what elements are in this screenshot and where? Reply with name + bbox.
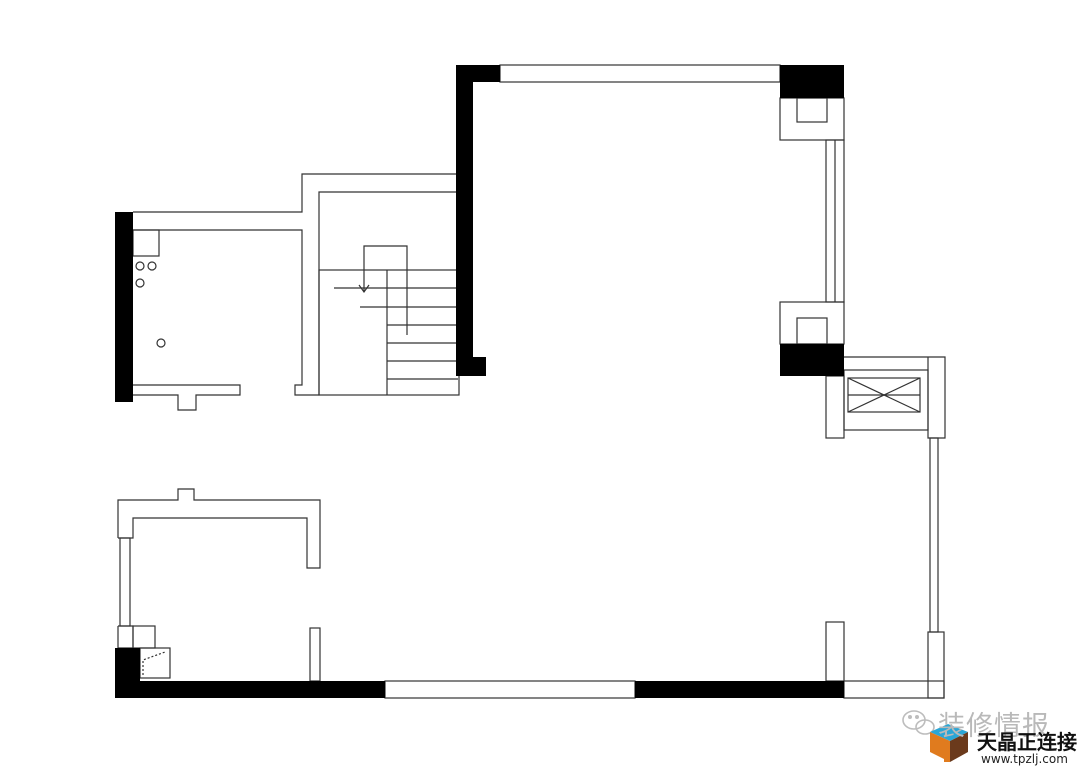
- column-upper-right: [779, 97, 845, 141]
- stub-wall-lower-right: [825, 621, 845, 682]
- wall-kitchen-left: [115, 212, 133, 402]
- wall-top-right-corner: [780, 65, 844, 98]
- column-middle-right: [779, 301, 845, 345]
- lower-left-room: [117, 488, 321, 682]
- wall-bottom-left: [115, 648, 385, 698]
- upper-left-room: [133, 173, 458, 411]
- wall-right-middle: [780, 344, 844, 376]
- right-lower-window: [927, 437, 945, 699]
- top-window: [499, 64, 781, 83]
- cube-logo-icon: [930, 724, 968, 762]
- watermark-brand-text: 天晶正连接: [977, 730, 1077, 754]
- staircase: [318, 245, 460, 396]
- right-upper-window: [825, 139, 845, 303]
- watermark-account-text: 装修情报: [938, 711, 1050, 742]
- wechat-bubble-icon: [902, 710, 935, 735]
- wall-bottom-right: [635, 681, 844, 698]
- kitchen-fixtures: [132, 229, 166, 348]
- wall-main-left: [456, 65, 500, 376]
- watermark-url-text: www.tpzlj.com: [981, 752, 1068, 766]
